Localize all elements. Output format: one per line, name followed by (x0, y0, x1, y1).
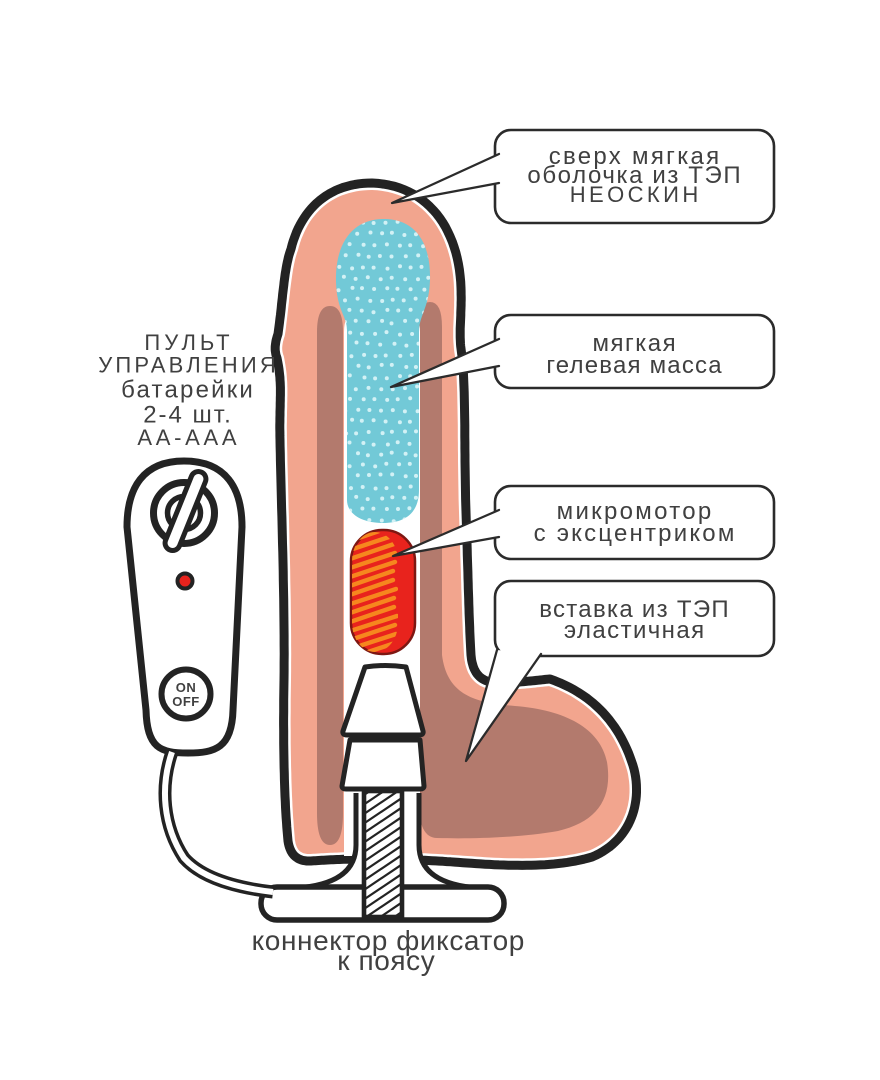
svg-text:OFF: OFF (172, 694, 200, 709)
svg-text:НЕОСКИН: НЕОСКИН (570, 182, 702, 207)
svg-text:с эксцентриком: с эксцентриком (534, 520, 737, 547)
svg-text:эластичная: эластичная (564, 617, 706, 644)
svg-text:мягкая: мягкая (592, 330, 677, 357)
svg-text:АА-ААА: АА-ААА (137, 425, 240, 450)
svg-text:к поясу: к поясу (337, 945, 435, 976)
svg-text:гелевая масса: гелевая масса (546, 352, 722, 379)
svg-text:микромотор: микромотор (557, 498, 714, 525)
svg-text:сверх мягкая: сверх мягкая (549, 143, 722, 170)
svg-text:УПРАВЛЕНИЯ: УПРАВЛЕНИЯ (98, 353, 279, 378)
svg-text:коннектор фиксатор: коннектор фиксатор (252, 925, 525, 956)
svg-text:вставка из ТЭП: вставка из ТЭП (539, 596, 730, 623)
svg-text:2-4 шт.: 2-4 шт. (143, 402, 233, 429)
svg-text:ON: ON (176, 680, 197, 695)
svg-text:батарейки: батарейки (121, 377, 255, 404)
svg-text:ПУЛЬТ: ПУЛЬТ (144, 330, 233, 355)
svg-text:оболочка из ТЭП: оболочка из ТЭП (527, 162, 742, 189)
